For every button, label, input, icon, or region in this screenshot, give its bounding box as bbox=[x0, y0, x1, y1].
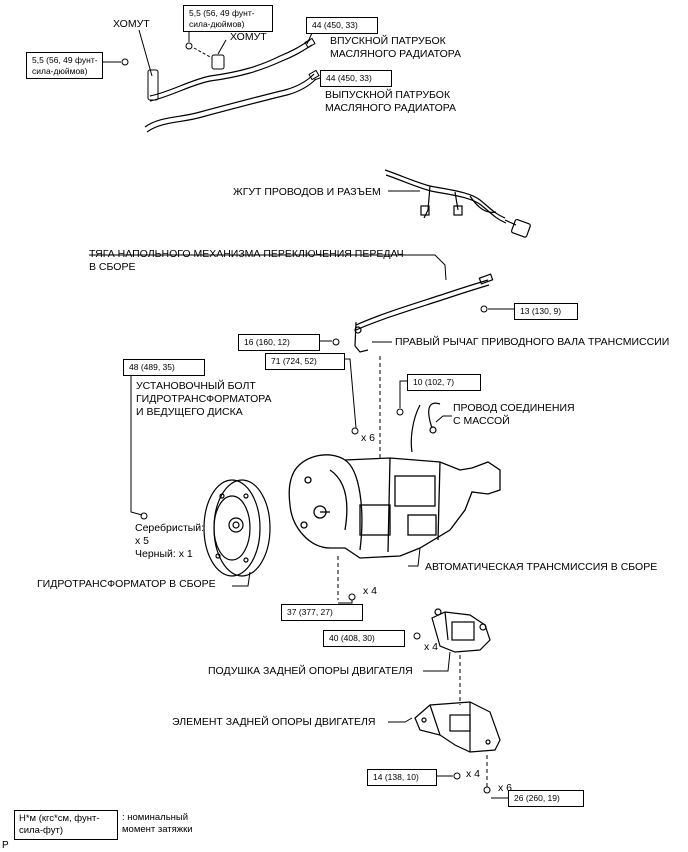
wire-harness-drawing bbox=[384, 169, 531, 238]
torque-converter-drawing bbox=[203, 479, 271, 577]
torque-box-member-nut: 14 (138, 10) bbox=[367, 769, 437, 786]
lever-nut bbox=[332, 338, 340, 346]
qty-x4-member: x 4 bbox=[466, 768, 481, 780]
torque-box-shift-rod: 13 (130, 9) bbox=[514, 303, 578, 320]
engine-mount-insulator-drawing bbox=[431, 608, 491, 653]
label-transmission: АВТОМАТИЧЕСКАЯ ТРАНСМИССИЯ В СБОРЕ bbox=[425, 561, 658, 573]
member-nut bbox=[453, 772, 461, 780]
qty-x4-transmission: x 4 bbox=[363, 585, 378, 597]
shift-rod-nut bbox=[480, 305, 488, 313]
member-bolt bbox=[483, 786, 491, 794]
torque-box-member-bolt: 26 (260, 19) bbox=[508, 790, 584, 807]
transmission-drawing bbox=[288, 454, 501, 559]
torque-box-ground-wire: 10 (102, 7) bbox=[407, 374, 481, 391]
torque-box-inlet: 44 (450, 33) bbox=[306, 17, 378, 34]
qty-x6-transmission: x 6 bbox=[361, 432, 376, 444]
label-engine-mount-member: ЭЛЕМЕНТ ЗАДНЕЙ ОПОРЫ ДВИГАТЕЛЯ bbox=[172, 716, 376, 728]
corner-mark: P bbox=[2, 840, 9, 851]
torque-box-clamp-right: 5,5 (56, 49 фунт-сила-дюймов) bbox=[183, 5, 273, 32]
oil-cooler-inlet-hose bbox=[149, 37, 316, 102]
qty-x4-insulator: x 4 bbox=[424, 641, 439, 653]
setting-bolt bbox=[140, 512, 148, 520]
insulator-nut bbox=[413, 632, 421, 640]
torque-box-setting-bolt: 48 (489, 35) bbox=[123, 359, 205, 376]
label-clamp-right: ХОМУТ bbox=[230, 31, 267, 43]
torque-box-clamp-left: 5,5 (56, 49 фунт-сила-дюймов) bbox=[26, 52, 103, 79]
hose-clamp-right bbox=[211, 54, 225, 70]
torque-box-insulator: 40 (408, 30) bbox=[323, 630, 405, 647]
label-shift-rod: ТЯГА НАПОЛЬНОГО МЕХАНИЗМА ПЕРЕКЛЮЧЕНИЯ П… bbox=[89, 248, 404, 273]
label-torque-converter: ГИДРОТРАНСФОРМАТОР В СБОРЕ bbox=[37, 578, 216, 590]
torque-box-drive-plate: 71 (724, 52) bbox=[265, 353, 345, 370]
ground-wire-drawing bbox=[410, 402, 441, 453]
hose-clamp-left bbox=[147, 69, 159, 101]
label-engine-mount-insulator: ПОДУШКА ЗАДНЕЙ ОПОРЫ ДВИГАТЕЛЯ bbox=[208, 665, 413, 677]
label-wire-harness: ЖГУТ ПРОВОДОВ И РАЗЪЕМ bbox=[233, 186, 381, 198]
label-clamp-left: ХОМУТ bbox=[113, 18, 150, 30]
engine-mount-member-drawing bbox=[414, 701, 501, 753]
clamp-bolt-left bbox=[121, 58, 129, 66]
torque-box-transmission-lower: 37 (377, 27) bbox=[281, 604, 363, 621]
torque-box-lever: 16 (160, 12) bbox=[238, 334, 320, 351]
clamp-bolt-right bbox=[185, 42, 193, 50]
ground-bolt bbox=[396, 408, 404, 416]
torque-box-outlet: 44 (450, 33) bbox=[320, 70, 392, 87]
transmission-bolt bbox=[351, 427, 359, 435]
shift-rod-drawing bbox=[354, 273, 494, 353]
legend-unit-box: Н*м (кгс*см, фунт-сила-фут) bbox=[14, 810, 118, 840]
oil-cooler-outlet-hose bbox=[144, 69, 320, 133]
label-drive-shaft-lever: ПРАВЫЙ РЫЧАГ ПРИВОДНОГО ВАЛА ТРАНСМИССИИ bbox=[395, 336, 670, 348]
transmission-lower-bolt bbox=[348, 593, 356, 601]
